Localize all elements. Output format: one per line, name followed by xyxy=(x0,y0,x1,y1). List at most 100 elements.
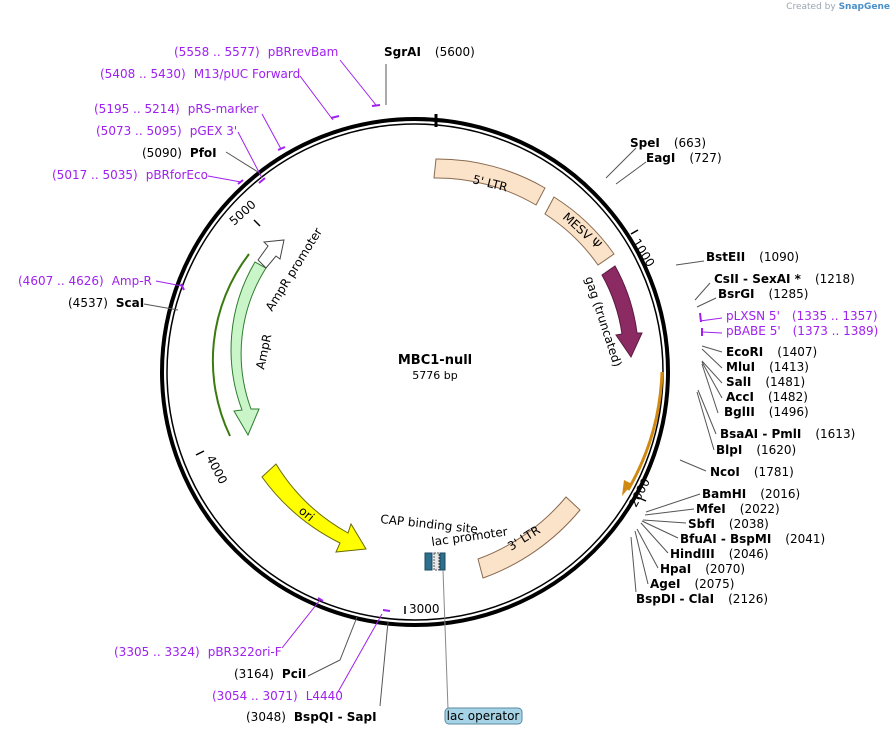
leader-mfei xyxy=(644,508,695,516)
feature-orange-arc[interactable] xyxy=(626,371,664,491)
mark-plxsn5 xyxy=(699,312,702,323)
backbone xyxy=(160,114,670,627)
site-mfei[interactable]: MfeI(2022) xyxy=(696,502,780,516)
site-bfuai-bspmi-name: BfuAI - BspMI xyxy=(680,532,771,546)
site-pfoi-pos: (5090) xyxy=(142,146,182,160)
leader-ecori xyxy=(701,345,723,353)
site-sgrai[interactable]: SgrAI (5600) xyxy=(384,45,475,59)
leader-mlui xyxy=(701,348,723,369)
primer-l4440[interactable]: (3054 .. 3071)L4440 xyxy=(212,689,343,703)
site-spei-name: SpeI xyxy=(630,136,660,150)
site-sali-pos: (1481) xyxy=(765,375,805,389)
tick-1000 xyxy=(630,229,639,235)
site-pfoi-name: PfoI xyxy=(190,146,217,160)
leader-sbfi xyxy=(642,519,687,524)
leader-pbrforeco xyxy=(207,175,242,183)
primer-pbr322ori-f[interactable]: (3305 .. 3324)pBR322ori-F xyxy=(114,645,282,659)
site-bspdi-clai[interactable]: BspDI - ClaI(2126) xyxy=(636,592,768,606)
site-eagi[interactable]: EagI(727) xyxy=(646,151,722,165)
primer-pbrrevbam[interactable]: (5558 .. 5577) pBRrevBam xyxy=(174,45,338,59)
primers: (5558 .. 5577) pBRrevBam (5408 .. 5430)M1… xyxy=(18,45,878,703)
site-mlui[interactable]: MluI(1413) xyxy=(726,360,809,374)
site-sbfi[interactable]: SbfI(2038) xyxy=(688,517,769,531)
primer-pbrforeco[interactable]: (5017 .. 5035)pBRforEco xyxy=(52,168,208,182)
site-bsteii[interactable]: BstEII(1090) xyxy=(706,250,799,264)
primer-prs-marker-label: pRS-marker xyxy=(188,102,259,116)
site-hindiii[interactable]: HindIII(2046) xyxy=(670,547,769,561)
primer-pbrrevbam-range: (5558 .. 5577) xyxy=(174,45,260,59)
site-acci[interactable]: AccI(1482) xyxy=(726,390,808,404)
mark-prs-marker xyxy=(277,146,286,151)
feature-5ltr[interactable] xyxy=(433,158,546,206)
leader-blpi xyxy=(696,391,715,451)
site-bsaai-pmli-name: BsaAI - PmlI xyxy=(720,427,801,441)
site-bsaai-pmli[interactable]: BsaAI - PmlI(1613) xyxy=(720,427,855,441)
feature-gag-truncated[interactable] xyxy=(601,265,643,359)
feature-ampr-promoter[interactable] xyxy=(257,239,285,269)
plasmid-name: MBC1-null xyxy=(398,353,472,368)
site-pcii[interactable]: (3164)PciI xyxy=(234,667,306,681)
site-scai-name: ScaI xyxy=(116,296,144,310)
primer-plxsn5[interactable]: pLXSN 5'(1335 .. 1357) xyxy=(726,309,878,323)
site-sali[interactable]: SalI(1481) xyxy=(726,375,805,389)
site-mlui-pos: (1413) xyxy=(769,360,809,374)
feature-mesv-psi[interactable] xyxy=(544,196,615,266)
site-ncoi[interactable]: NcoI(1781) xyxy=(710,465,794,479)
mark-pgex3 xyxy=(258,177,266,184)
site-pfoi[interactable]: (5090) PfoI xyxy=(142,146,217,160)
leader-acci xyxy=(701,361,723,399)
lac-operator-badge[interactable] xyxy=(444,707,523,725)
leader-l4440 xyxy=(337,613,383,693)
site-hindiii-pos: (2046) xyxy=(729,547,769,561)
leader-m13 xyxy=(299,75,334,121)
site-bglii[interactable]: BglII(1496) xyxy=(724,405,809,419)
primer-pbabe5-range: (1373 .. 1389) xyxy=(793,324,879,338)
leader-pcii xyxy=(307,616,358,677)
feature-ori[interactable] xyxy=(261,463,367,553)
primer-pgex3[interactable]: (5073 .. 5095)pGEX 3' xyxy=(96,124,237,138)
site-agei[interactable]: AgeI(2075) xyxy=(650,577,734,591)
leader-eagi xyxy=(615,161,647,185)
feature-ampr[interactable] xyxy=(230,261,267,437)
primer-m13-forward[interactable]: (5408 .. 5430)M13/pUC Forward xyxy=(100,67,300,81)
site-blpi[interactable]: BlpI(1620) xyxy=(716,443,796,457)
tick-label-2000: 2000 xyxy=(626,476,653,510)
site-bspqi-sapi-name: BspQI - SapI xyxy=(294,710,377,724)
site-ncoi-name: NcoI xyxy=(710,465,740,479)
primer-amp-r[interactable]: (4607 .. 4626)Amp-R xyxy=(18,274,152,288)
feature-cap-binding-site[interactable] xyxy=(424,552,433,571)
site-ecori[interactable]: EcoRI(1407) xyxy=(726,345,817,359)
primer-pbabe5[interactable]: pBABE 5'(1373 .. 1389) xyxy=(726,324,878,338)
site-bglii-name: BglII xyxy=(724,405,755,419)
primer-plxsn5-range: (1335 .. 1357) xyxy=(792,309,878,323)
site-bamhi[interactable]: BamHI(2016) xyxy=(702,487,800,501)
site-sgrai-name: SgrAI xyxy=(384,45,421,59)
feature-lac-operator[interactable] xyxy=(439,552,446,571)
site-eagi-pos: (727) xyxy=(689,151,721,165)
plasmid-size: 5776 bp xyxy=(412,369,457,382)
primer-amp-r-range: (4607 .. 4626) xyxy=(18,274,104,288)
primer-pbr322ori-f-label: pBR322ori-F xyxy=(208,645,282,659)
site-bspqi-sapi[interactable]: (3048)BspQI - SapI xyxy=(246,710,377,724)
site-hpai-pos: (2070) xyxy=(705,562,745,576)
site-bspdi-clai-name: BspDI - ClaI xyxy=(636,592,714,606)
site-acci-name: AccI xyxy=(726,390,754,404)
leader-bspqi xyxy=(379,621,389,707)
site-hpai-name: HpaI xyxy=(660,562,691,576)
site-csii-sexai[interactable]: CsII - SexAI *(1218) xyxy=(714,272,855,286)
leader-bfuai xyxy=(641,520,679,539)
feature-lac-promoter[interactable] xyxy=(433,552,440,571)
snapgene-logo: SnapGene xyxy=(838,2,890,12)
site-sgrai-pos: (5600) xyxy=(435,45,475,59)
site-bfuai-bspmi[interactable]: BfuAI - BspMI(2041) xyxy=(680,532,825,546)
feature-3ltr[interactable] xyxy=(477,496,581,579)
primer-prs-marker[interactable]: (5195 .. 5214)pRS-marker xyxy=(94,102,258,116)
site-scai[interactable]: (4537)ScaI xyxy=(68,296,144,310)
site-bsrgi[interactable]: BsrGI(1285) xyxy=(718,287,808,301)
tick-label-5000: 5000 xyxy=(227,197,259,228)
leader-prs-marker xyxy=(261,113,282,150)
site-hpai[interactable]: HpaI (2070) xyxy=(660,562,745,576)
site-sbfi-name: SbfI xyxy=(688,517,715,531)
site-spei[interactable]: SpeI(663) xyxy=(630,136,706,150)
primer-pbrrevbam-label: pBRrevBam xyxy=(268,45,339,59)
